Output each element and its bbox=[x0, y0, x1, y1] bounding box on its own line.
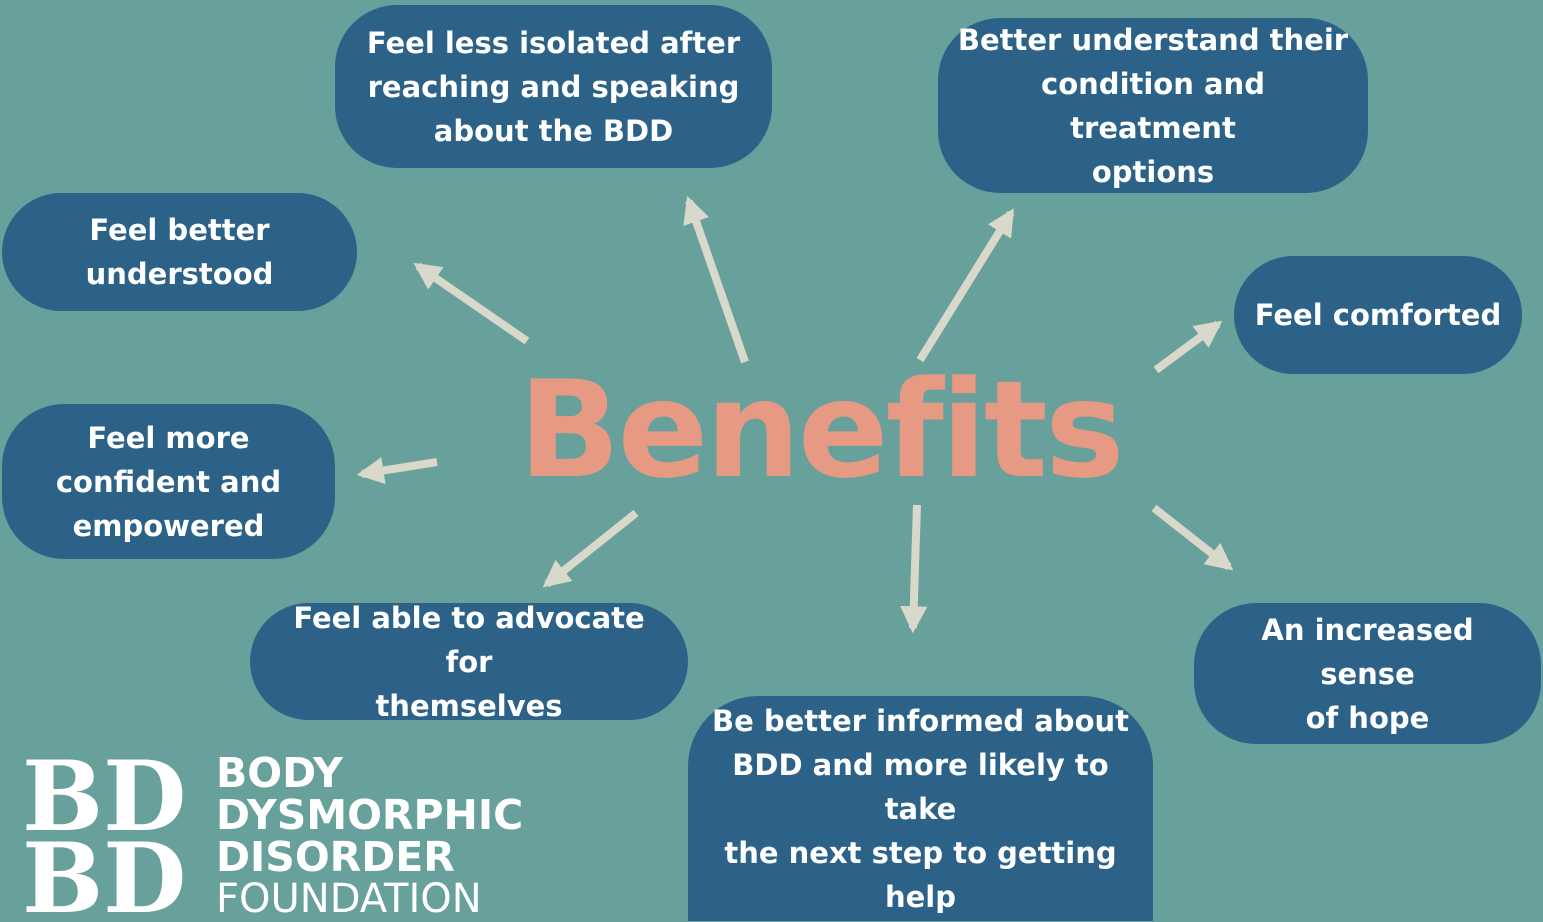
benefit-line: An increased sense bbox=[1261, 612, 1474, 691]
benefit-line: reaching and speaking bbox=[367, 69, 740, 104]
benefit-line: Feel able to advocate for bbox=[293, 600, 645, 679]
benefit-line: Feel less isolated after bbox=[366, 25, 741, 60]
benefit-better-informed: Be better informed about BDD and more li… bbox=[688, 696, 1153, 921]
svg-text:BD: BD bbox=[22, 752, 186, 853]
benefit-line: Better understand their bbox=[957, 22, 1349, 57]
arrow-to-confident bbox=[356, 457, 438, 484]
logo-line-disorder: DISORDER bbox=[216, 833, 455, 881]
benefit-better-understand-condition: Better understand their condition and tr… bbox=[938, 18, 1368, 193]
benefit-feel-better-understood: Feel better understood bbox=[2, 193, 357, 311]
benefit-line: options bbox=[1091, 154, 1215, 189]
arrow-to-understand bbox=[916, 208, 1015, 363]
arrow-to-informed bbox=[900, 504, 928, 634]
benefit-line: about the BDD bbox=[433, 113, 674, 148]
benefit-line: condition and treatment bbox=[1041, 66, 1265, 145]
arrow-to-advocate bbox=[542, 509, 639, 588]
arrow-to-hope bbox=[1151, 504, 1234, 571]
bdd-logo-mark-icon: BD BD bbox=[22, 752, 186, 917]
benefit-line: Feel comforted bbox=[1254, 298, 1502, 332]
benefit-feel-able-to-advocate: Feel able to advocate for themselves bbox=[250, 601, 688, 723]
benefit-line: BDD and more likely to take bbox=[732, 747, 1109, 826]
benefit-feel-more-confident: Feel more confident and empowered bbox=[2, 404, 335, 559]
benefit-line: Feel more bbox=[87, 420, 250, 455]
logo-line-foundation: FOUNDATION bbox=[216, 876, 482, 922]
benefit-line: the next step to getting bbox=[724, 835, 1117, 870]
benefit-line: of hope bbox=[1305, 700, 1430, 735]
logo-line-body: BODY bbox=[216, 749, 343, 797]
benefit-line: help bbox=[884, 879, 956, 914]
benefit-increased-hope: An increased sense of hope bbox=[1194, 603, 1541, 744]
benefit-feel-less-isolated: Feel less isolated after reaching and sp… bbox=[335, 5, 772, 168]
logo-wordmark: BODY DYSMORPHIC DISORDER FOUNDATION bbox=[216, 752, 523, 920]
benefits-title: Benefits bbox=[518, 352, 1124, 508]
benefit-line: confident and bbox=[55, 464, 282, 499]
arrow-to-better bbox=[413, 262, 530, 345]
benefit-line: themselves bbox=[375, 688, 563, 723]
bdd-foundation-logo: BD BD BODY DYSMORPHIC DISORDER FOUNDATIO… bbox=[22, 752, 542, 920]
logo-line-dysmorphic: DYSMORPHIC bbox=[216, 791, 524, 839]
benefit-line: empowered bbox=[72, 508, 265, 543]
arrow-to-isolated bbox=[683, 195, 749, 364]
benefit-line: Feel better bbox=[89, 213, 270, 247]
benefit-line: understood bbox=[85, 257, 274, 291]
benefit-feel-comforted: Feel comforted bbox=[1234, 256, 1522, 374]
benefit-line: Be better informed about bbox=[711, 703, 1130, 738]
svg-text:BD: BD bbox=[22, 822, 186, 917]
arrow-to-comforted bbox=[1153, 320, 1223, 374]
